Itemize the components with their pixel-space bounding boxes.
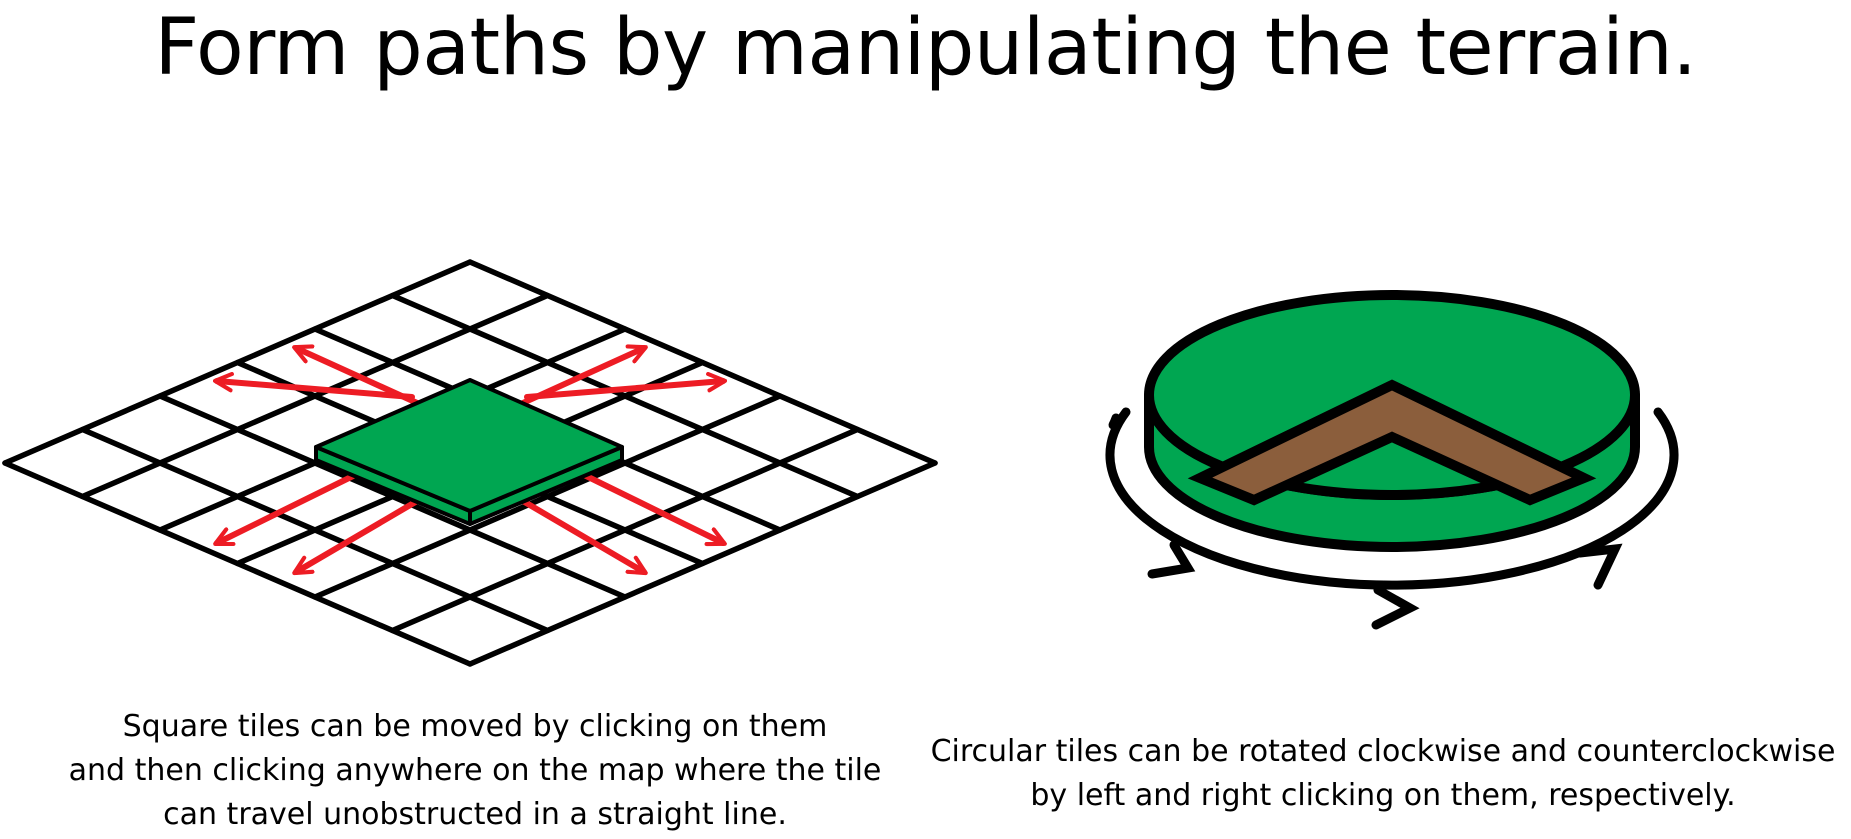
caption-line: by left and right clicking on them, resp…: [1030, 778, 1736, 813]
square-tile-icon[interactable]: [314, 378, 624, 526]
move-arrow: [212, 371, 415, 400]
grid-line: [467, 460, 938, 667]
move-arrow: [524, 371, 728, 400]
caption-line: and then clicking anywhere on the map wh…: [68, 753, 882, 788]
circular-tile-icon[interactable]: [1144, 290, 1640, 552]
caption-line: can travel unobstructed in a straight li…: [163, 797, 787, 832]
square-tile-caption: Square tiles can be moved by clicking on…: [40, 705, 910, 837]
rotation-arrowhead: [1371, 585, 1420, 630]
caption-line: Square tiles can be moved by clicking on…: [122, 709, 828, 744]
circular-tile-caption: Circular tiles can be rotated clockwise …: [918, 730, 1848, 818]
rotation-arrowhead: [1147, 540, 1196, 579]
grid-line: [2, 460, 473, 667]
tile-top: [314, 378, 624, 513]
grid-line: [79, 426, 551, 634]
rotation-arrowhead: [1575, 543, 1623, 590]
caption-line: Circular tiles can be rotated clockwise …: [930, 734, 1836, 769]
page-title: Form paths by manipulating the terrain.: [154, 3, 1697, 93]
rotation-arrow-icon: [1105, 407, 1679, 630]
